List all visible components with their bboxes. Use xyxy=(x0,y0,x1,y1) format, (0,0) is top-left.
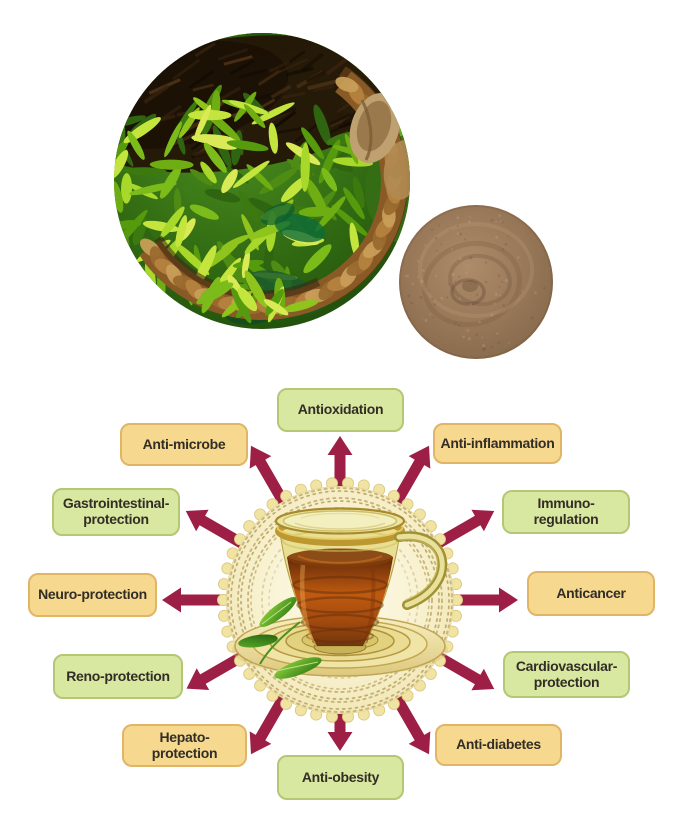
medallion-scalloped-edge xyxy=(216,477,463,723)
arrow-anti-obesity xyxy=(327,704,353,751)
tea-liquid xyxy=(287,557,393,646)
glass-cup xyxy=(274,507,406,647)
powder-texture xyxy=(404,214,546,352)
tea-cup-illustration xyxy=(232,507,448,679)
overhanging-leaves xyxy=(196,270,319,324)
glass-handle xyxy=(394,531,448,610)
arrow-antioxidation xyxy=(327,436,353,496)
powder-photo xyxy=(399,205,553,359)
powder-heap xyxy=(399,205,553,359)
green-tea-leaves xyxy=(238,596,322,679)
basket-photo xyxy=(114,33,410,329)
arrow-neuro-protection xyxy=(162,587,236,613)
basket-knot xyxy=(349,92,410,200)
arrow-anticancer xyxy=(444,587,518,613)
medallion-bead-rings xyxy=(227,487,453,713)
